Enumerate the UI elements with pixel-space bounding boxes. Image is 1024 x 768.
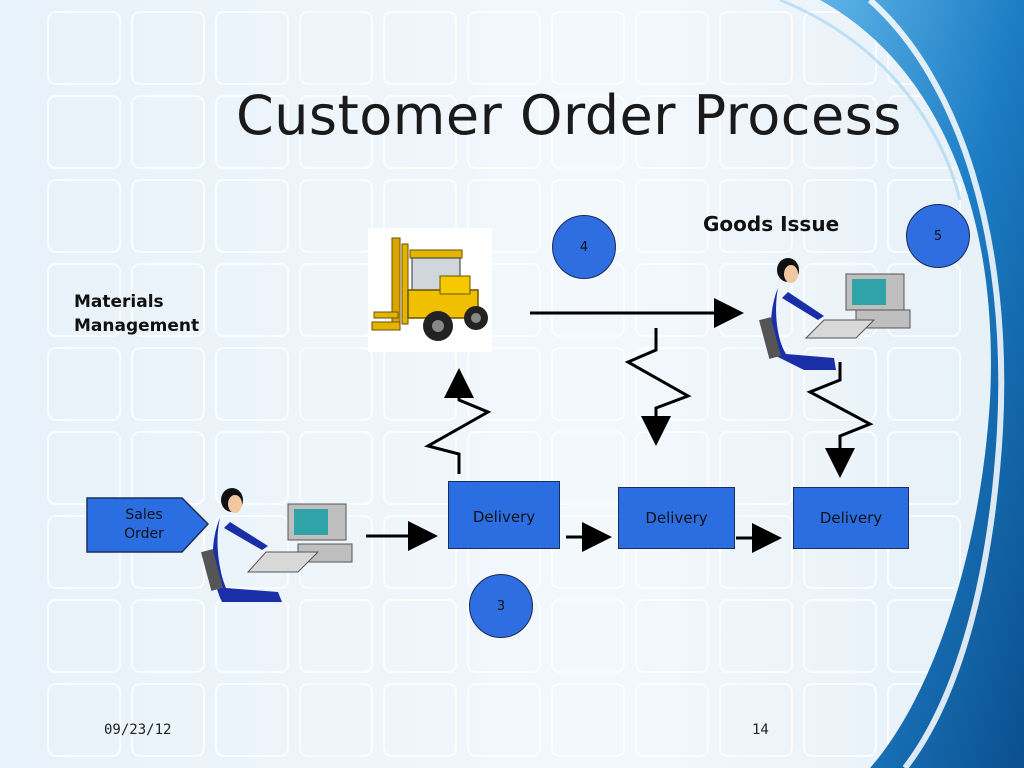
background-tile	[131, 683, 205, 757]
sales-order-shape	[86, 497, 210, 553]
step-3-label: 3	[496, 598, 506, 614]
background-tile	[551, 683, 625, 757]
background-tile	[47, 179, 121, 253]
background-tile	[299, 599, 373, 673]
background-tile	[803, 179, 877, 253]
background-tile	[131, 11, 205, 85]
background-tile	[131, 263, 205, 337]
background-tile	[719, 683, 793, 757]
background-tile	[551, 347, 625, 421]
background-tile	[635, 263, 709, 337]
background-tile	[635, 179, 709, 253]
background-tile	[47, 599, 121, 673]
background-tile	[719, 515, 793, 589]
background-tile	[635, 11, 709, 85]
materials-management-line1: Materials	[74, 292, 164, 312]
footer-date: 09/23/12	[104, 722, 172, 738]
background-tile	[215, 347, 289, 421]
background-tile	[803, 683, 877, 757]
page-title: Customer Order Process	[236, 84, 902, 147]
background-tile	[131, 179, 205, 253]
delivery-box-1: Delivery	[448, 481, 560, 549]
background-tile	[467, 683, 541, 757]
background-tile	[719, 431, 793, 505]
background-tile	[215, 263, 289, 337]
materials-management-line2: Management	[74, 316, 200, 336]
step-4-label: 4	[579, 239, 589, 255]
background-tile	[803, 95, 877, 169]
delivery-box-1-label: Delivery	[472, 508, 536, 526]
background-tile	[215, 431, 289, 505]
materials-management-label: Materials Management	[74, 290, 199, 338]
background-tile	[719, 347, 793, 421]
zigzag-down-to-delivery2	[624, 328, 692, 446]
background-tile	[299, 95, 373, 169]
background-tile	[131, 599, 205, 673]
background-tile	[635, 347, 709, 421]
background-tile	[467, 11, 541, 85]
forklift-icon	[368, 228, 492, 352]
background-tile	[887, 347, 961, 421]
delivery-box-3: Delivery	[793, 487, 909, 549]
delivery-box-2-label: Delivery	[645, 509, 708, 527]
background-tile	[719, 599, 793, 673]
background-tile	[299, 347, 373, 421]
sales-order-line2: Order	[124, 526, 164, 542]
background-tile	[551, 11, 625, 85]
background-tile	[383, 11, 457, 85]
step-5-label: 5	[933, 228, 943, 244]
background-tile	[131, 95, 205, 169]
background-tile	[215, 179, 289, 253]
background-tile	[383, 431, 457, 505]
background-tile	[719, 95, 793, 169]
background-tile	[383, 683, 457, 757]
delivery-box-2: Delivery	[618, 487, 735, 549]
sales-order-line1: Sales	[125, 507, 163, 523]
background-tile	[47, 683, 121, 757]
background-tile	[299, 683, 373, 757]
background-tile	[551, 431, 625, 505]
background-tile	[215, 95, 289, 169]
step-3-circle: 3	[469, 574, 533, 638]
background-tile	[131, 347, 205, 421]
background-tile	[467, 179, 541, 253]
background-tile	[887, 515, 961, 589]
person-at-computer-icon	[201, 488, 353, 602]
background-tile	[803, 347, 877, 421]
background-tile	[47, 95, 121, 169]
person-at-computer-icon	[759, 258, 911, 370]
zigzag-delivery-to-forklift	[424, 368, 492, 474]
background-tile	[719, 11, 793, 85]
footer-page-number: 14	[752, 722, 769, 738]
background-tile	[47, 263, 121, 337]
background-tile	[551, 515, 625, 589]
background-tile	[215, 11, 289, 85]
background-tile	[551, 95, 625, 169]
background-tile	[887, 431, 961, 505]
zigzag-goods-issue-to-delivery3	[806, 362, 874, 478]
background-tile	[47, 431, 121, 505]
background-tile	[47, 11, 121, 85]
delivery-box-3-label: Delivery	[819, 509, 883, 527]
background-tile	[299, 179, 373, 253]
background-tile	[383, 599, 457, 673]
background-tile	[47, 347, 121, 421]
background-tile	[803, 599, 877, 673]
background-tile	[551, 599, 625, 673]
background-tile	[299, 11, 373, 85]
background-tile	[383, 95, 457, 169]
step-5-circle: 5	[906, 204, 970, 268]
sales-order-label: Sales Order	[87, 506, 207, 544]
background-tile	[467, 95, 541, 169]
background-tile	[383, 515, 457, 589]
background-tile	[215, 683, 289, 757]
background-tile	[635, 683, 709, 757]
step-4-circle: 4	[552, 215, 616, 279]
goods-issue-label: Goods Issue	[703, 212, 840, 236]
background-tile	[719, 179, 793, 253]
background-tile	[635, 599, 709, 673]
background-tile	[635, 95, 709, 169]
